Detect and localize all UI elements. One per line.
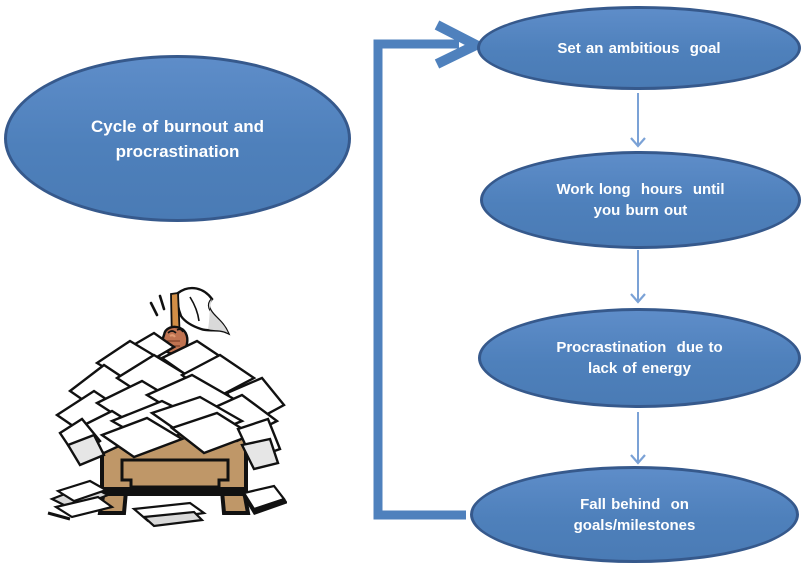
title-ellipse: Cycle of burnout and procrastination bbox=[4, 55, 351, 222]
down-arrow-2 bbox=[630, 250, 646, 304]
desk-inner-panel bbox=[120, 458, 230, 489]
cycle-step-3-ellipse: Procrastination due to lack of energy bbox=[478, 308, 801, 408]
paper-pile-front bbox=[58, 393, 282, 471]
title-ellipse-label: Cycle of burnout and procrastination bbox=[91, 116, 264, 161]
cycle-step-2-label: Work long hours until you burn out bbox=[556, 181, 725, 219]
cycle-step-1-label: Set an ambitious goal bbox=[557, 39, 721, 57]
down-arrowhead-icon bbox=[630, 454, 646, 465]
down-arrowhead-icon bbox=[630, 293, 646, 304]
cycle-step-2-ellipse: Work long hours until you burn out bbox=[480, 151, 801, 249]
down-arrowhead-icon bbox=[630, 137, 646, 148]
cycle-step-3-label: Procrastination due to lack of energy bbox=[556, 339, 723, 377]
cycle-step-4-label: Fall behind on goals/milestones bbox=[573, 495, 696, 534]
floor-papers bbox=[47, 479, 287, 528]
loop-arrow bbox=[373, 20, 488, 520]
cycle-step-1-ellipse: Set an ambitious goal bbox=[477, 6, 801, 90]
cycle-step-4-ellipse: Fall behind on goals/milestones bbox=[470, 466, 799, 563]
down-arrow-3 bbox=[630, 412, 646, 465]
desk-bottom-rail bbox=[100, 487, 248, 496]
buried-desk-white-flag-illustration bbox=[47, 286, 287, 528]
white-flag-icon bbox=[176, 286, 231, 336]
motion-dashes-icon bbox=[149, 294, 166, 317]
down-arrow-1 bbox=[630, 93, 646, 148]
loop-arrowhead-icon bbox=[434, 20, 488, 69]
